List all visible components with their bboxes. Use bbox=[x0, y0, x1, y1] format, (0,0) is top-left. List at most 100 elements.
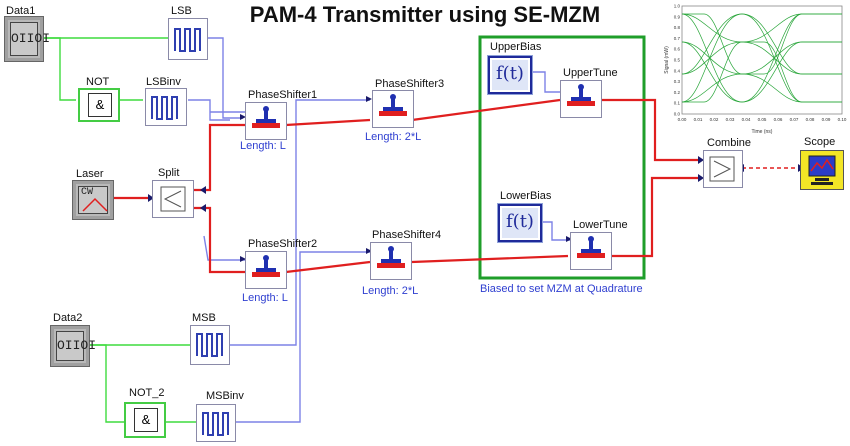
not-glyph: & bbox=[88, 93, 112, 117]
eye-ytick-label: 0.3 bbox=[674, 79, 681, 84]
eye-xtick-label: 0.05 bbox=[758, 117, 767, 122]
wire-data1-not bbox=[43, 37, 76, 101]
eye-xtick-label: 0.10 bbox=[838, 117, 847, 122]
not-block[interactable]: & bbox=[78, 88, 120, 122]
optical-ps3-uppertune bbox=[411, 98, 561, 122]
upperbias-glyph: f(t) bbox=[496, 63, 524, 84]
data1-label: Data1 bbox=[6, 5, 36, 17]
not2-block[interactable]: & bbox=[124, 402, 166, 438]
eye-ytick-label: 1.0 bbox=[674, 4, 681, 9]
lsb-label: LSB bbox=[171, 5, 192, 17]
optical-ps4-lowertune bbox=[411, 254, 569, 264]
phase-shifter-icon bbox=[252, 255, 280, 277]
eye-xtick-label: 0.08 bbox=[806, 117, 815, 122]
eye-ytick-label: 0.7 bbox=[674, 36, 681, 41]
eye-ytick-label: 0.4 bbox=[674, 68, 681, 73]
quadrature-note: Biased to set MZM at Quadrature bbox=[480, 283, 643, 295]
wire-lsbinv-extra bbox=[188, 99, 230, 121]
phase3-label: PhaseShifter3 bbox=[375, 78, 445, 90]
eye-traces bbox=[681, 13, 842, 103]
eye-ytick-label: 0.5 bbox=[674, 58, 681, 63]
wire-lowerbias-tune bbox=[540, 221, 570, 241]
lowertune-label: LowerTune bbox=[573, 219, 628, 231]
combine-block[interactable] bbox=[703, 150, 743, 188]
phase4-label: PhaseShifter4 bbox=[372, 229, 442, 241]
split-label: Split bbox=[158, 167, 180, 179]
optical-uppertune-combine bbox=[602, 98, 700, 162]
upperbias-label: UpperBias bbox=[490, 41, 542, 53]
laser-icon bbox=[82, 197, 108, 212]
upperbias-block[interactable]: f(t) bbox=[488, 56, 532, 94]
pulse-icon bbox=[151, 96, 178, 120]
phase2-block[interactable] bbox=[245, 251, 287, 289]
lowerbias-label: LowerBias bbox=[500, 190, 552, 202]
uppertune-label: UpperTune bbox=[563, 67, 618, 79]
not-label: NOT bbox=[86, 76, 110, 88]
data1-glyph: OIIOI bbox=[10, 22, 50, 56]
msb-block[interactable] bbox=[190, 325, 230, 365]
eye-ytick-label: 0.9 bbox=[674, 14, 681, 19]
phase3-length: Length: 2*L bbox=[365, 131, 422, 143]
phase1-length: Length: L bbox=[240, 140, 286, 152]
data2-block[interactable]: OIIOI bbox=[50, 325, 96, 367]
eye-ylabel: Signal (mW) bbox=[664, 46, 670, 74]
phase-shifter-icon bbox=[377, 246, 405, 268]
lsbinv-label: LSBinv bbox=[146, 76, 181, 88]
msbinv-label: MSBinv bbox=[206, 390, 244, 402]
optical-ps2-ps4 bbox=[285, 260, 371, 274]
lsb-block[interactable] bbox=[168, 18, 208, 60]
wire-ps2-bias bbox=[203, 235, 245, 261]
lowertune-block[interactable] bbox=[570, 232, 612, 270]
uppertune-block[interactable] bbox=[560, 80, 602, 118]
eye-xtick-label: 0.07 bbox=[790, 117, 799, 122]
phase-shifter-icon bbox=[252, 106, 280, 128]
eye-xtick-label: 0.04 bbox=[742, 117, 751, 122]
optical-lowertune-combine bbox=[612, 176, 700, 258]
wire-data2-not2 bbox=[89, 344, 124, 423]
phase4-length: Length: 2*L bbox=[362, 285, 419, 297]
wire-msb-ps3 bbox=[230, 99, 370, 346]
eye-xtick-label: 0.03 bbox=[726, 117, 735, 122]
lsbinv-block[interactable] bbox=[145, 88, 187, 126]
phase-shifter-icon bbox=[379, 94, 407, 116]
msbinv-block[interactable] bbox=[196, 404, 236, 442]
eye-xtick-label: 0.06 bbox=[774, 117, 783, 122]
scope-label: Scope bbox=[804, 136, 836, 148]
combiner-icon bbox=[709, 156, 735, 182]
phase4-block[interactable] bbox=[370, 242, 412, 280]
eye-xtick-label: 0.02 bbox=[710, 117, 719, 122]
laser-block[interactable]: CW bbox=[72, 180, 114, 220]
pulse-icon bbox=[202, 412, 229, 436]
wire-msbinv-ps4 bbox=[236, 251, 370, 423]
not2-glyph: & bbox=[134, 408, 158, 432]
eye-ytick-label: 0.2 bbox=[674, 90, 681, 95]
phase-shifter-icon bbox=[567, 84, 595, 106]
phase1-block[interactable] bbox=[245, 102, 287, 140]
lowerbias-glyph: f(t) bbox=[506, 211, 534, 232]
phase3-block[interactable] bbox=[372, 90, 414, 128]
data2-glyph: OIIOI bbox=[56, 331, 96, 361]
eye-xtick-label: 0.09 bbox=[822, 117, 831, 122]
quadrature-frame bbox=[478, 35, 646, 280]
data2-label: Data2 bbox=[53, 312, 83, 324]
eye-xlabel: Time (ns) bbox=[752, 129, 773, 135]
phase2-label: PhaseShifter2 bbox=[248, 238, 318, 250]
pulse-icon bbox=[174, 28, 201, 52]
laser-label: Laser bbox=[76, 168, 104, 180]
msb-label: MSB bbox=[192, 312, 216, 324]
data1-block[interactable]: OIIOI bbox=[4, 16, 50, 62]
lowerbias-block[interactable]: f(t) bbox=[498, 204, 542, 242]
combine-label: Combine bbox=[707, 137, 752, 149]
laser-glyph: CW bbox=[78, 186, 108, 214]
optical-split-ps2 bbox=[193, 206, 245, 274]
phase2-length: Length: L bbox=[242, 292, 288, 304]
optical-ps1-ps3 bbox=[285, 118, 371, 127]
eye-ytick-label: 0.1 bbox=[674, 101, 681, 106]
not2-label: NOT_2 bbox=[129, 387, 165, 399]
wire-upperbias-tune bbox=[530, 71, 568, 93]
scope-block[interactable] bbox=[800, 150, 844, 190]
split-block[interactable] bbox=[152, 180, 194, 218]
